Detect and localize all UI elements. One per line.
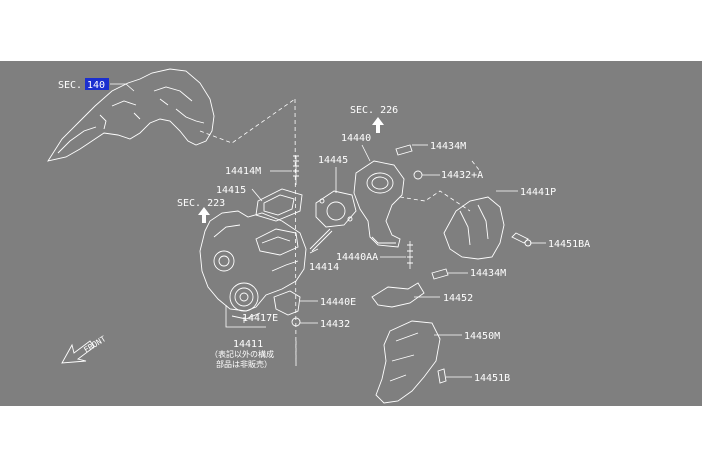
label-14440E[interactable]: 14440E <box>320 297 356 308</box>
label-note-line2: 部品は非販売） <box>216 359 272 369</box>
label-14432[interactable]: 14432 <box>320 319 350 330</box>
sec-140-highlight <box>85 78 109 90</box>
front-arrow-icon <box>61 340 95 364</box>
label-note-line1: （表記以外の構成 <box>210 349 274 359</box>
part-labels: SEC. 226 14440 14434M 14445 14432+A 1441… <box>82 105 590 384</box>
label-14441P[interactable]: 14441P <box>520 187 556 198</box>
sec-140-number: 140 <box>87 80 105 91</box>
bracket-14440E <box>273 290 301 316</box>
label-14450M[interactable]: 14450M <box>464 331 500 342</box>
label-14451BA[interactable]: 14451BA <box>548 239 590 250</box>
label-front: FRONT <box>82 334 107 354</box>
exhaust-outlet-14440 <box>353 160 405 248</box>
heat-shield-14441P <box>443 196 505 260</box>
stud-14414 <box>309 228 333 252</box>
label-14440[interactable]: 14440 <box>341 133 371 144</box>
label-14452[interactable]: 14452 <box>443 293 473 304</box>
label-14432A[interactable]: 14432+A <box>441 170 483 181</box>
bracket-14452 <box>371 282 425 308</box>
label-14414[interactable]: 14414 <box>309 262 339 273</box>
stud-14414M <box>293 155 299 185</box>
label-14451B[interactable]: 14451B <box>474 373 510 384</box>
gasket-14415 <box>255 188 303 222</box>
label-sec-226[interactable]: SEC. 226 <box>350 105 398 116</box>
parts-diagram: SEC. 140 <box>47 68 590 404</box>
turbocharger <box>199 210 307 320</box>
sec-223-arrow-icon <box>198 207 210 223</box>
label-14411[interactable]: 14411 <box>233 339 263 350</box>
nut-14432A <box>413 170 423 180</box>
gasket-14445 <box>315 190 357 228</box>
label-14414M[interactable]: 14414M <box>225 166 261 177</box>
heat-shield-14450M <box>375 320 441 404</box>
bolt-14451B <box>437 368 447 384</box>
leader-lines <box>225 144 546 378</box>
sec-226-arrow-icon <box>372 117 384 133</box>
stud-14440AA <box>407 241 413 269</box>
sec-140-prefix: SEC. <box>58 80 82 91</box>
label-14440AA[interactable]: 14440AA <box>336 252 378 263</box>
label-14445[interactable]: 14445 <box>318 155 348 166</box>
label-14434M-top[interactable]: 14434M <box>430 141 466 152</box>
nut-14432 <box>291 317 301 327</box>
label-sec-223[interactable]: SEC. 223 <box>177 198 225 209</box>
sec-140-callout[interactable]: SEC. 140 <box>58 78 135 92</box>
bolt-14434M-mid <box>431 268 449 280</box>
label-14434M-mid[interactable]: 14434M <box>470 268 506 279</box>
bolt-14434M-top <box>395 144 413 156</box>
label-14417E[interactable]: 14417E <box>242 313 278 324</box>
exhaust-manifold-outline <box>47 68 215 162</box>
label-14415[interactable]: 14415 <box>216 185 246 196</box>
diagram-canvas: SEC. 140 <box>0 61 702 406</box>
bolt-14451BA <box>511 232 532 247</box>
